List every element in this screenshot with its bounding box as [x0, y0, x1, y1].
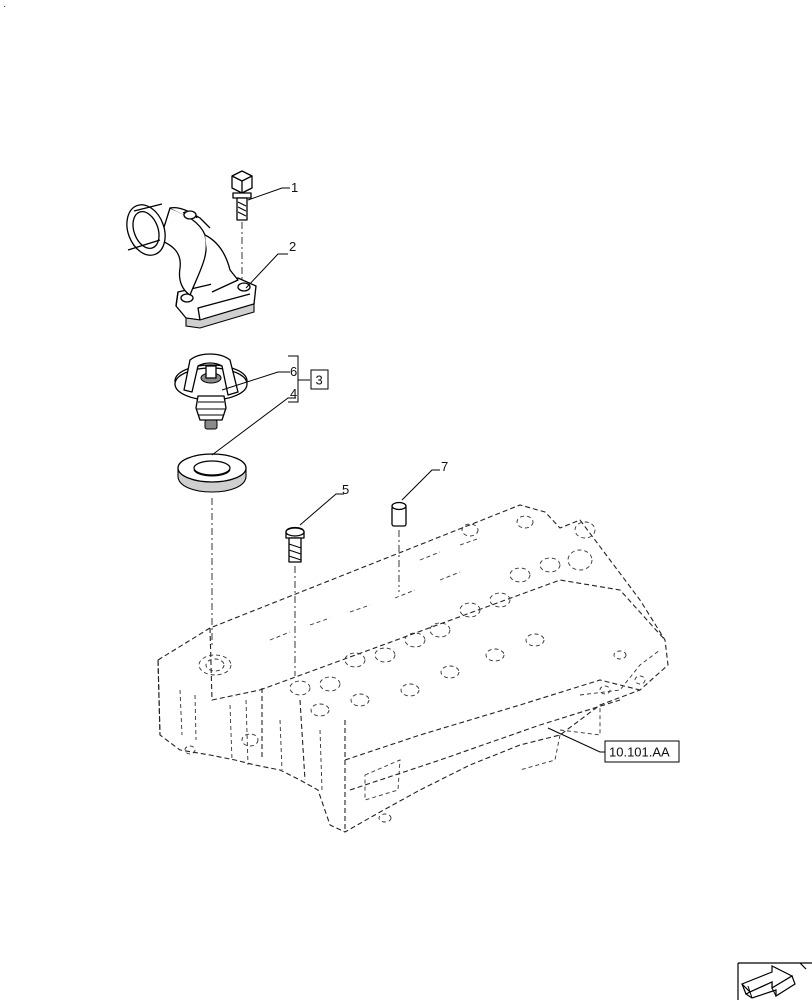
seal-ring-part-4 [177, 453, 247, 493]
stud-part-5 [285, 526, 305, 563]
cylinder-head-phantom [157, 504, 669, 833]
reference-box[interactable]: 10.101.AA [604, 740, 680, 763]
thermostat-part-6 [174, 353, 248, 430]
next-page-arrow-icon[interactable] [737, 962, 812, 1000]
callout-2: 2 [289, 239, 296, 254]
bolt-part-1 [231, 170, 253, 221]
dowel-pin-part-7 [391, 501, 407, 527]
thermostat-housing-part-2 [126, 203, 257, 329]
callout-6: 6 [290, 364, 297, 379]
callout-1: 1 [291, 180, 298, 195]
callout-3: 3 [316, 373, 323, 388]
callout-leaders [211, 187, 605, 753]
corner-mark: · [3, 1, 6, 12]
reference-label: 10.101.AA [609, 745, 670, 760]
callout-5: 5 [342, 482, 349, 497]
callout-7: 7 [441, 459, 448, 474]
callout-4: 4 [290, 386, 297, 401]
callout-3-box: 3 [310, 369, 329, 390]
